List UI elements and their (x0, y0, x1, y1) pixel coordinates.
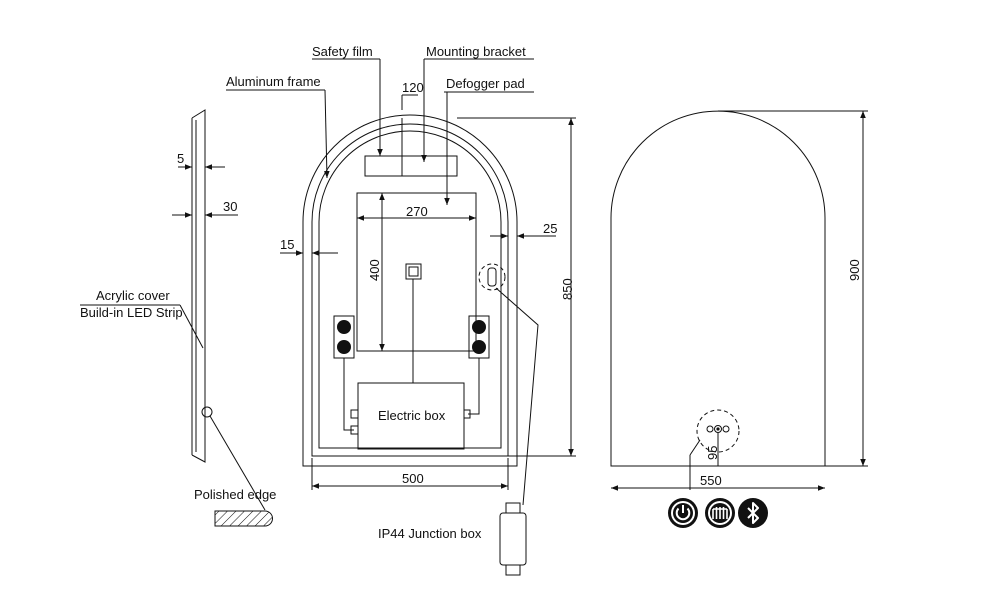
dim-900: 900 (847, 259, 862, 281)
defogger-icon (705, 498, 735, 528)
label-polished-edge: Polished edge (194, 487, 276, 502)
label-junction-box: IP44 Junction box (378, 526, 482, 541)
label-safety-film: Safety film (312, 44, 373, 59)
label-led-strip: Build-in LED Strip (80, 305, 183, 320)
dim-500: 500 (402, 471, 424, 486)
label-mounting-bracket: Mounting bracket (426, 44, 526, 59)
junction-box (499, 502, 527, 576)
dim-30: 30 (223, 199, 237, 214)
dim-15: 15 (280, 237, 294, 252)
speaker-right (468, 315, 490, 359)
dim-400: 400 (367, 259, 382, 281)
label-aluminum-frame: Aluminum frame (226, 74, 321, 89)
speaker-left (333, 315, 355, 359)
dim-95: 95 (705, 446, 720, 460)
dim-270: 270 (406, 204, 428, 219)
dim-850: 850 (560, 278, 575, 300)
bluetooth-icon (738, 498, 768, 528)
label-acrylic-cover: Acrylic cover (96, 288, 170, 303)
label-defogger-pad: Defogger pad (446, 76, 525, 91)
dim-25: 25 (543, 221, 557, 236)
power-icon (668, 498, 698, 528)
front-view: 95 900 550 (610, 110, 868, 528)
back-view: Electric box IP44 Junction box Safety fi… (226, 44, 576, 576)
label-electric-box: Electric box (378, 408, 446, 423)
dim-550: 550 (700, 473, 722, 488)
side-view: 5 30 Acrylic cover Build-in LED Strip Po… (80, 109, 276, 527)
dim-120: 120 (402, 80, 424, 95)
dim-5: 5 (177, 151, 184, 166)
